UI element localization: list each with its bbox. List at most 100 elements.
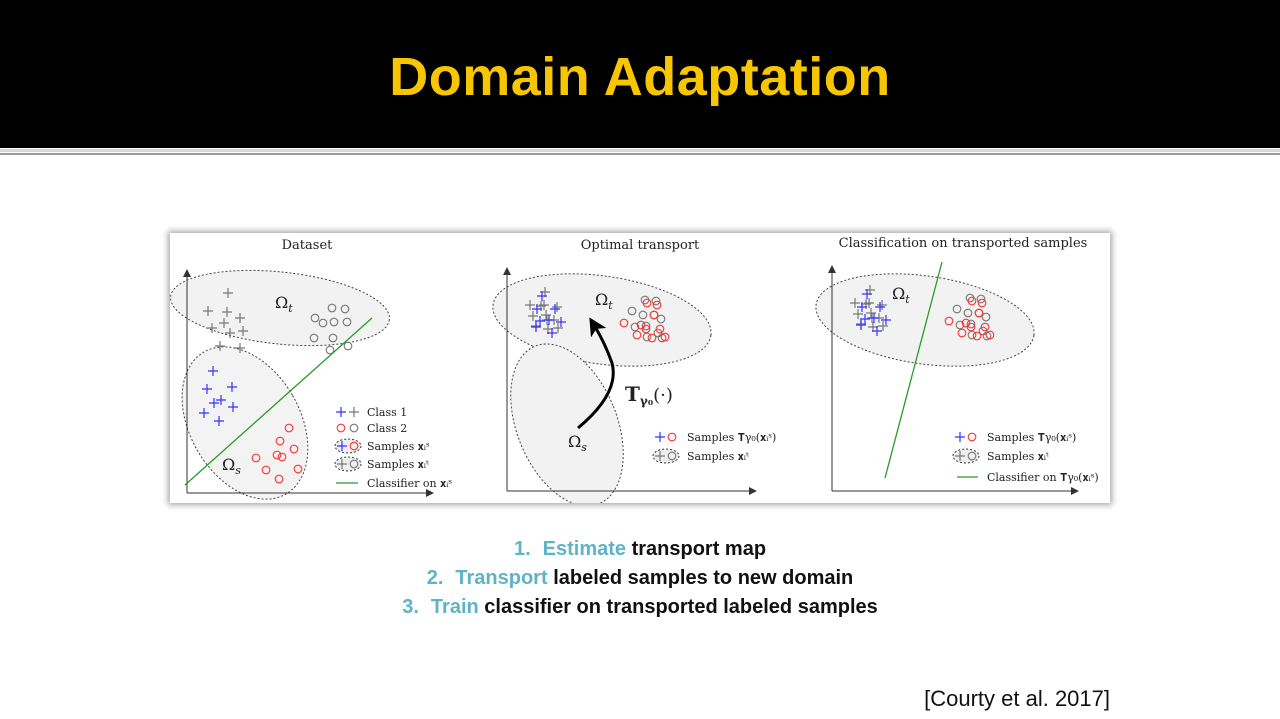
circle-marker xyxy=(651,296,661,306)
circle-marker xyxy=(972,331,982,341)
circle-marker xyxy=(667,432,677,442)
circle-marker xyxy=(655,324,665,334)
target-domain xyxy=(815,273,1035,367)
circle-marker xyxy=(980,322,990,332)
circle-marker xyxy=(349,441,359,451)
circle-marker xyxy=(649,310,659,320)
step-text: transport map xyxy=(626,538,767,560)
plus-marker xyxy=(955,432,965,442)
plus-marker xyxy=(228,402,238,412)
circle-marker xyxy=(336,423,346,433)
panel-dataset: Dataset Ωt Ωs Class 1 Class 2 Samples 𝐱ᵢ… xyxy=(170,238,452,500)
circle-marker xyxy=(966,319,976,329)
domain-adaptation-figure: Dataset Ωt Ωs Class 1 Class 2 Samples 𝐱ᵢ… xyxy=(170,233,1110,503)
circle-marker xyxy=(667,451,677,461)
circle-marker xyxy=(318,318,328,328)
plus-marker xyxy=(225,328,235,338)
circle-marker xyxy=(966,322,976,332)
source-domain xyxy=(181,346,309,500)
circle-marker xyxy=(275,436,285,446)
omega-t-label: Ωt xyxy=(595,290,613,312)
plus-marker xyxy=(214,416,224,426)
circle-marker xyxy=(967,451,977,461)
plus-marker xyxy=(337,459,347,469)
circle-marker xyxy=(619,318,629,328)
panel-title: Optimal transport xyxy=(581,238,700,253)
legend-target-samples: Samples 𝐱ᵢᵗ xyxy=(367,458,429,471)
plus-marker xyxy=(531,322,541,332)
circle-marker xyxy=(963,308,973,318)
plus-marker xyxy=(222,307,232,317)
circle-marker xyxy=(981,312,991,322)
circle-marker xyxy=(277,452,287,462)
step-keyword: Transport xyxy=(455,567,548,589)
plus-marker xyxy=(235,313,245,323)
plus-marker xyxy=(862,289,872,299)
circle-marker xyxy=(967,296,977,306)
plus-marker xyxy=(209,398,219,408)
plus-marker xyxy=(216,395,226,405)
plus-marker xyxy=(877,300,887,310)
circle-marker xyxy=(955,320,965,330)
circle-marker xyxy=(329,317,339,327)
circle-marker xyxy=(977,298,987,308)
panel-title: Classification on transported samples xyxy=(839,236,1088,251)
step-number: 3. xyxy=(402,596,419,618)
legend-target-samples: Samples 𝐱ᵢᵗ xyxy=(987,450,1049,463)
plus-marker xyxy=(203,306,213,316)
plus-marker xyxy=(860,314,870,324)
plus-marker xyxy=(337,441,347,451)
circle-marker xyxy=(343,341,353,351)
plus-marker xyxy=(872,326,882,336)
plus-marker xyxy=(869,313,879,323)
plus-marker xyxy=(875,302,885,312)
target-domain xyxy=(170,269,390,347)
legend-transported-samples: Samples 𝐓γ₀(𝐱ᵢˢ) xyxy=(987,431,1076,444)
divider xyxy=(0,153,1280,155)
circle-marker xyxy=(957,328,967,338)
circle-marker xyxy=(310,313,320,323)
legend-target-samples: Samples 𝐱ᵢᵗ xyxy=(687,450,749,463)
divider xyxy=(0,149,1280,152)
plus-marker xyxy=(850,298,860,308)
circle-marker xyxy=(251,453,261,463)
plus-marker xyxy=(223,288,233,298)
plus-marker xyxy=(556,317,566,327)
step-1: 1.Estimate transport map xyxy=(0,535,1280,564)
citation: [Courty et al. 2017] xyxy=(924,686,1110,711)
circle-marker xyxy=(985,330,995,340)
plus-marker xyxy=(857,302,867,312)
plus-marker xyxy=(199,408,209,418)
legend-transported-samples: Samples 𝐓γ₀(𝐱ᵢˢ) xyxy=(687,431,776,444)
plus-marker xyxy=(207,323,217,333)
classifier-line xyxy=(884,261,943,479)
plus-marker xyxy=(525,300,535,310)
figure-svg: Dataset Ωt Ωs Class 1 Class 2 Samples 𝐱ᵢ… xyxy=(170,236,1099,503)
plus-marker xyxy=(853,309,863,319)
plus-marker xyxy=(215,341,225,351)
circle-marker xyxy=(652,300,662,310)
circle-marker xyxy=(632,330,642,340)
classifier-line xyxy=(184,317,373,486)
circle-marker xyxy=(630,322,640,332)
circle-marker xyxy=(342,317,352,327)
legend-classifier: Classifier on 𝐱ᵢˢ xyxy=(367,477,452,490)
circle-marker xyxy=(627,306,637,316)
step-text: classifier on transported labeled sample… xyxy=(478,596,878,618)
panel-title: Dataset xyxy=(282,238,334,253)
circle-marker xyxy=(327,303,337,313)
plus-marker xyxy=(537,291,547,301)
circle-marker xyxy=(974,308,984,318)
circle-marker xyxy=(284,423,294,433)
plus-marker xyxy=(543,324,553,334)
plus-marker xyxy=(878,321,888,331)
circle-marker xyxy=(656,314,666,324)
plus-marker xyxy=(881,315,891,325)
circle-marker xyxy=(325,345,335,355)
plus-marker xyxy=(552,302,562,312)
title-bar xyxy=(0,0,1280,148)
plus-marker xyxy=(655,451,665,461)
circle-marker xyxy=(641,321,651,331)
panel-classification: Classification on transported samples Ωt… xyxy=(815,236,1099,495)
plus-marker xyxy=(868,322,878,332)
